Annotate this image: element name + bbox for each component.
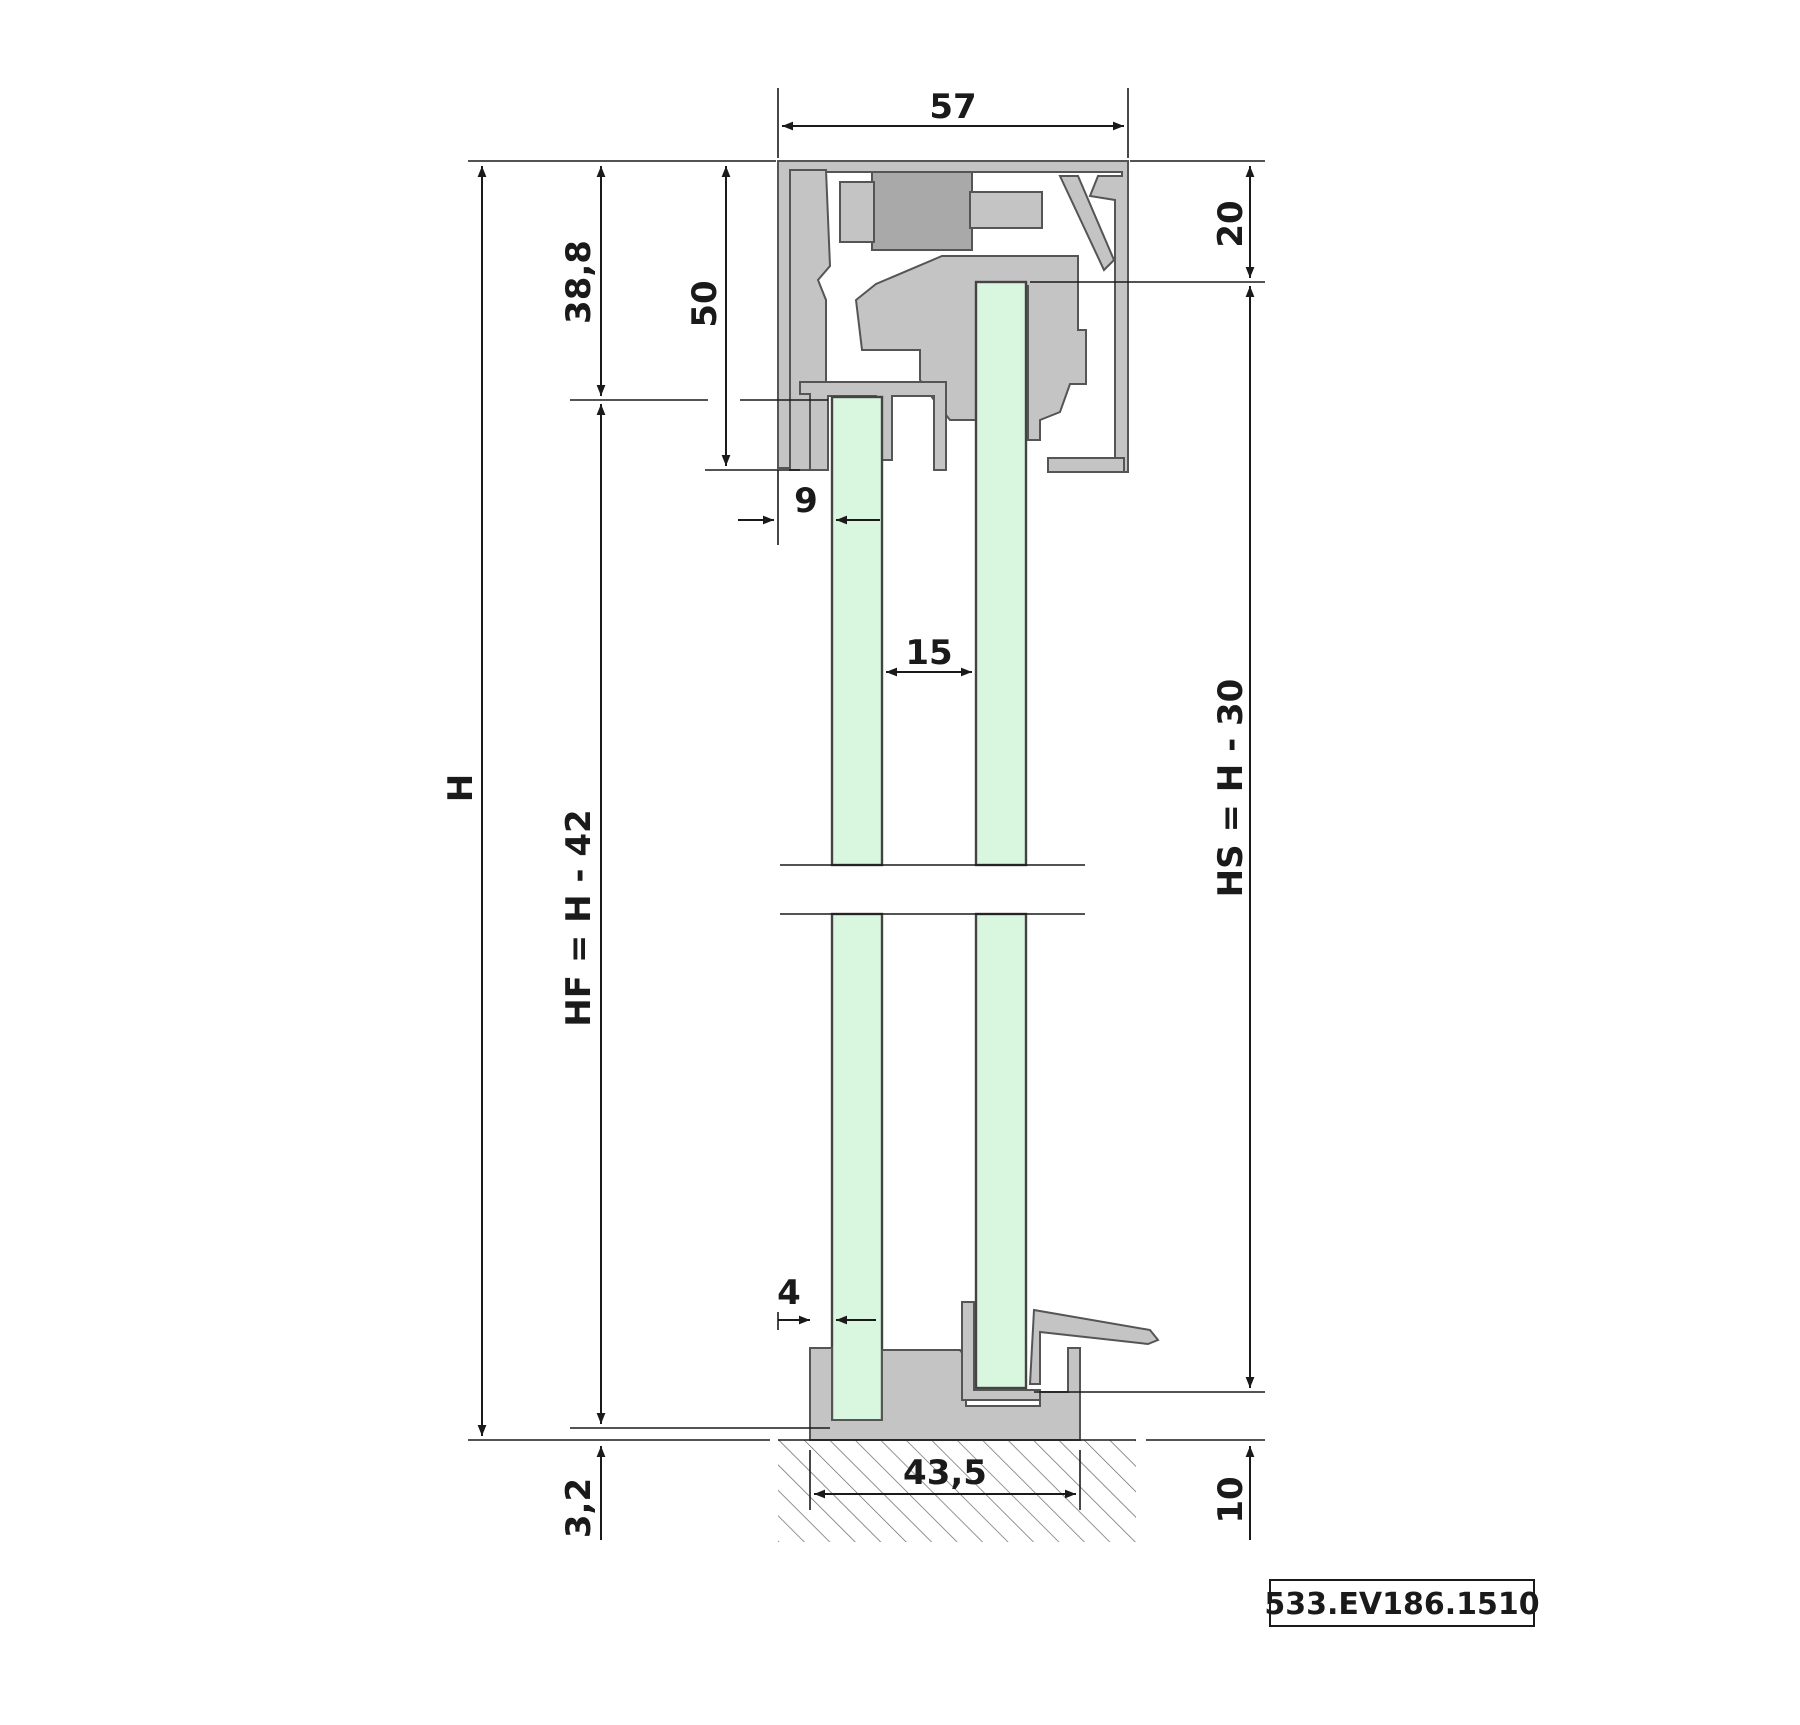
- glass-panel-rear-lower: [974, 912, 1028, 1390]
- label-h: H: [441, 774, 481, 802]
- label-20: 20: [1211, 200, 1251, 247]
- label-4: 4: [777, 1273, 801, 1313]
- part-code-box: 533.EV186.1510: [1264, 1579, 1540, 1627]
- label-9: 9: [794, 481, 818, 521]
- label-3-2: 3,2: [559, 1478, 599, 1538]
- label-38-8: 38,8: [559, 240, 599, 324]
- bottom-guide-profile: [809, 1301, 1160, 1441]
- label-hs: HS = H - 30: [1211, 679, 1251, 898]
- label-57: 57: [929, 87, 976, 127]
- label-15: 15: [905, 633, 952, 673]
- dimension-lines: [477, 121, 1255, 1540]
- break-lines: [780, 864, 1085, 915]
- extension-lines: [468, 88, 1265, 1510]
- label-43-5: 43,5: [903, 1453, 987, 1493]
- glass-panel-front: [830, 395, 884, 867]
- label-hf: HF = H - 42: [559, 809, 599, 1026]
- top-rail-profile: [777, 160, 1129, 473]
- glass-panel-rear: [974, 280, 1028, 867]
- glass-panel-front-lower: [830, 912, 884, 1430]
- dimension-labels: 57 H 38,8 HF = H - 42 50 20 HS = H - 30 …: [441, 87, 1251, 1538]
- label-10: 10: [1211, 1476, 1251, 1523]
- part-code: 533.EV186.1510: [1264, 1587, 1539, 1622]
- label-50: 50: [685, 280, 725, 327]
- glass-panels: [830, 280, 1028, 1430]
